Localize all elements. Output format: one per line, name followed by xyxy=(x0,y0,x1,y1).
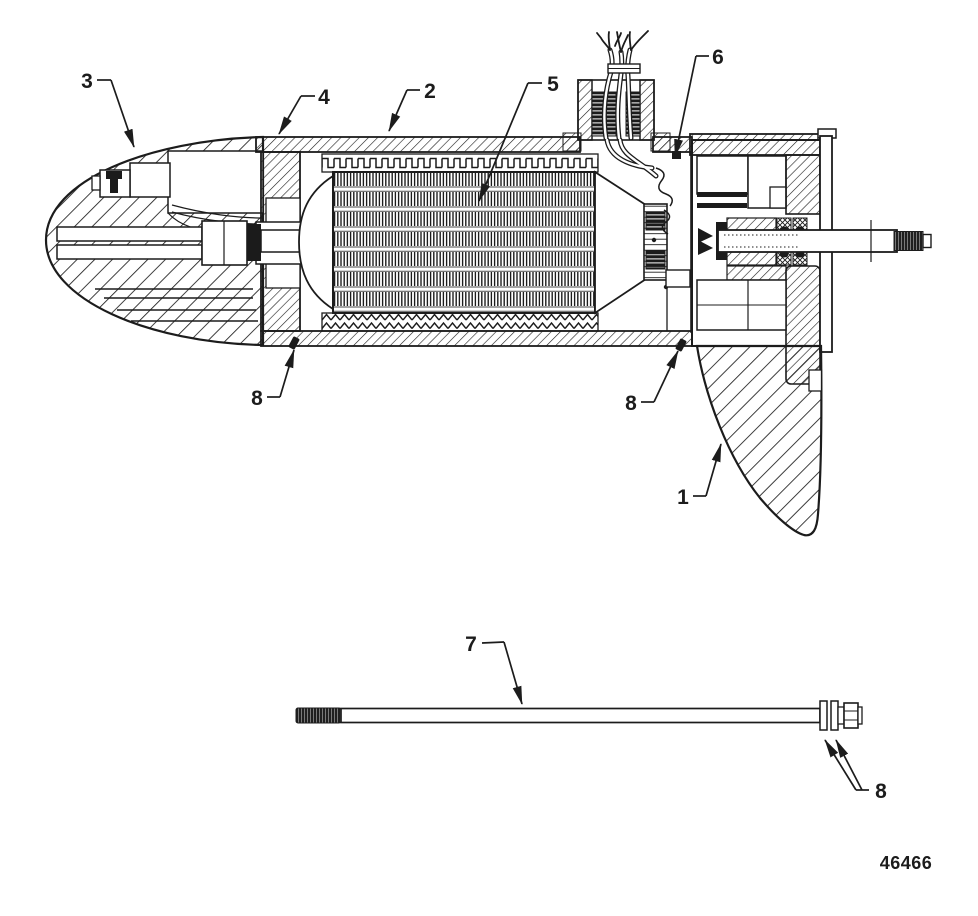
motor-shaft xyxy=(698,220,932,262)
callout-6: 6 xyxy=(674,46,724,158)
callout-8-left: 8 xyxy=(251,349,295,410)
rear-end-cap xyxy=(689,128,837,385)
figure-number: 46466 xyxy=(880,853,933,873)
callout-2-label: 2 xyxy=(424,80,436,103)
callout-1: 1 xyxy=(677,443,722,509)
callout-7: 7 xyxy=(465,633,523,705)
tie-rod-threaded-end xyxy=(295,707,342,724)
callout-8-right-label: 8 xyxy=(625,392,637,415)
callout-5-label: 5 xyxy=(547,73,559,96)
nose-cone xyxy=(44,135,265,347)
motor-lead-wires xyxy=(596,30,659,179)
armature xyxy=(298,170,650,315)
tie-rod xyxy=(340,707,821,724)
callout-3-label: 3 xyxy=(81,70,93,93)
tie-rod-washer-2 xyxy=(830,700,839,731)
nose-internal-wires xyxy=(95,288,258,322)
callout-1-label: 1 xyxy=(677,486,689,509)
callout-5: 5 xyxy=(478,73,559,202)
callout-4: 4 xyxy=(278,86,330,135)
tie-rod-nut xyxy=(843,702,863,729)
callout-2: 2 xyxy=(388,80,436,132)
tie-rod-assembly xyxy=(295,700,863,731)
callout-8-rod-label: 8 xyxy=(875,780,887,803)
callout-6-label: 6 xyxy=(712,46,724,69)
callout-8-rod: 8 xyxy=(824,739,887,803)
front-end-plate xyxy=(247,151,311,332)
callout-7-label: 7 xyxy=(465,633,477,656)
commutator xyxy=(643,203,668,331)
tie-rod-washer-1 xyxy=(819,700,828,731)
shaft-threaded-end xyxy=(893,231,924,251)
callout-8-right: 8 xyxy=(625,350,679,415)
callout-3: 3 xyxy=(81,70,135,148)
callout-4-label: 4 xyxy=(318,86,330,109)
callouts: 3 4 2 5 6 8 8 xyxy=(81,46,887,803)
housing-screw-right xyxy=(675,338,687,352)
frayed-wire-tips xyxy=(596,30,649,53)
callout-8-left-label: 8 xyxy=(251,387,263,410)
skeg-fin xyxy=(695,344,823,537)
housing-screw-left xyxy=(288,336,300,350)
